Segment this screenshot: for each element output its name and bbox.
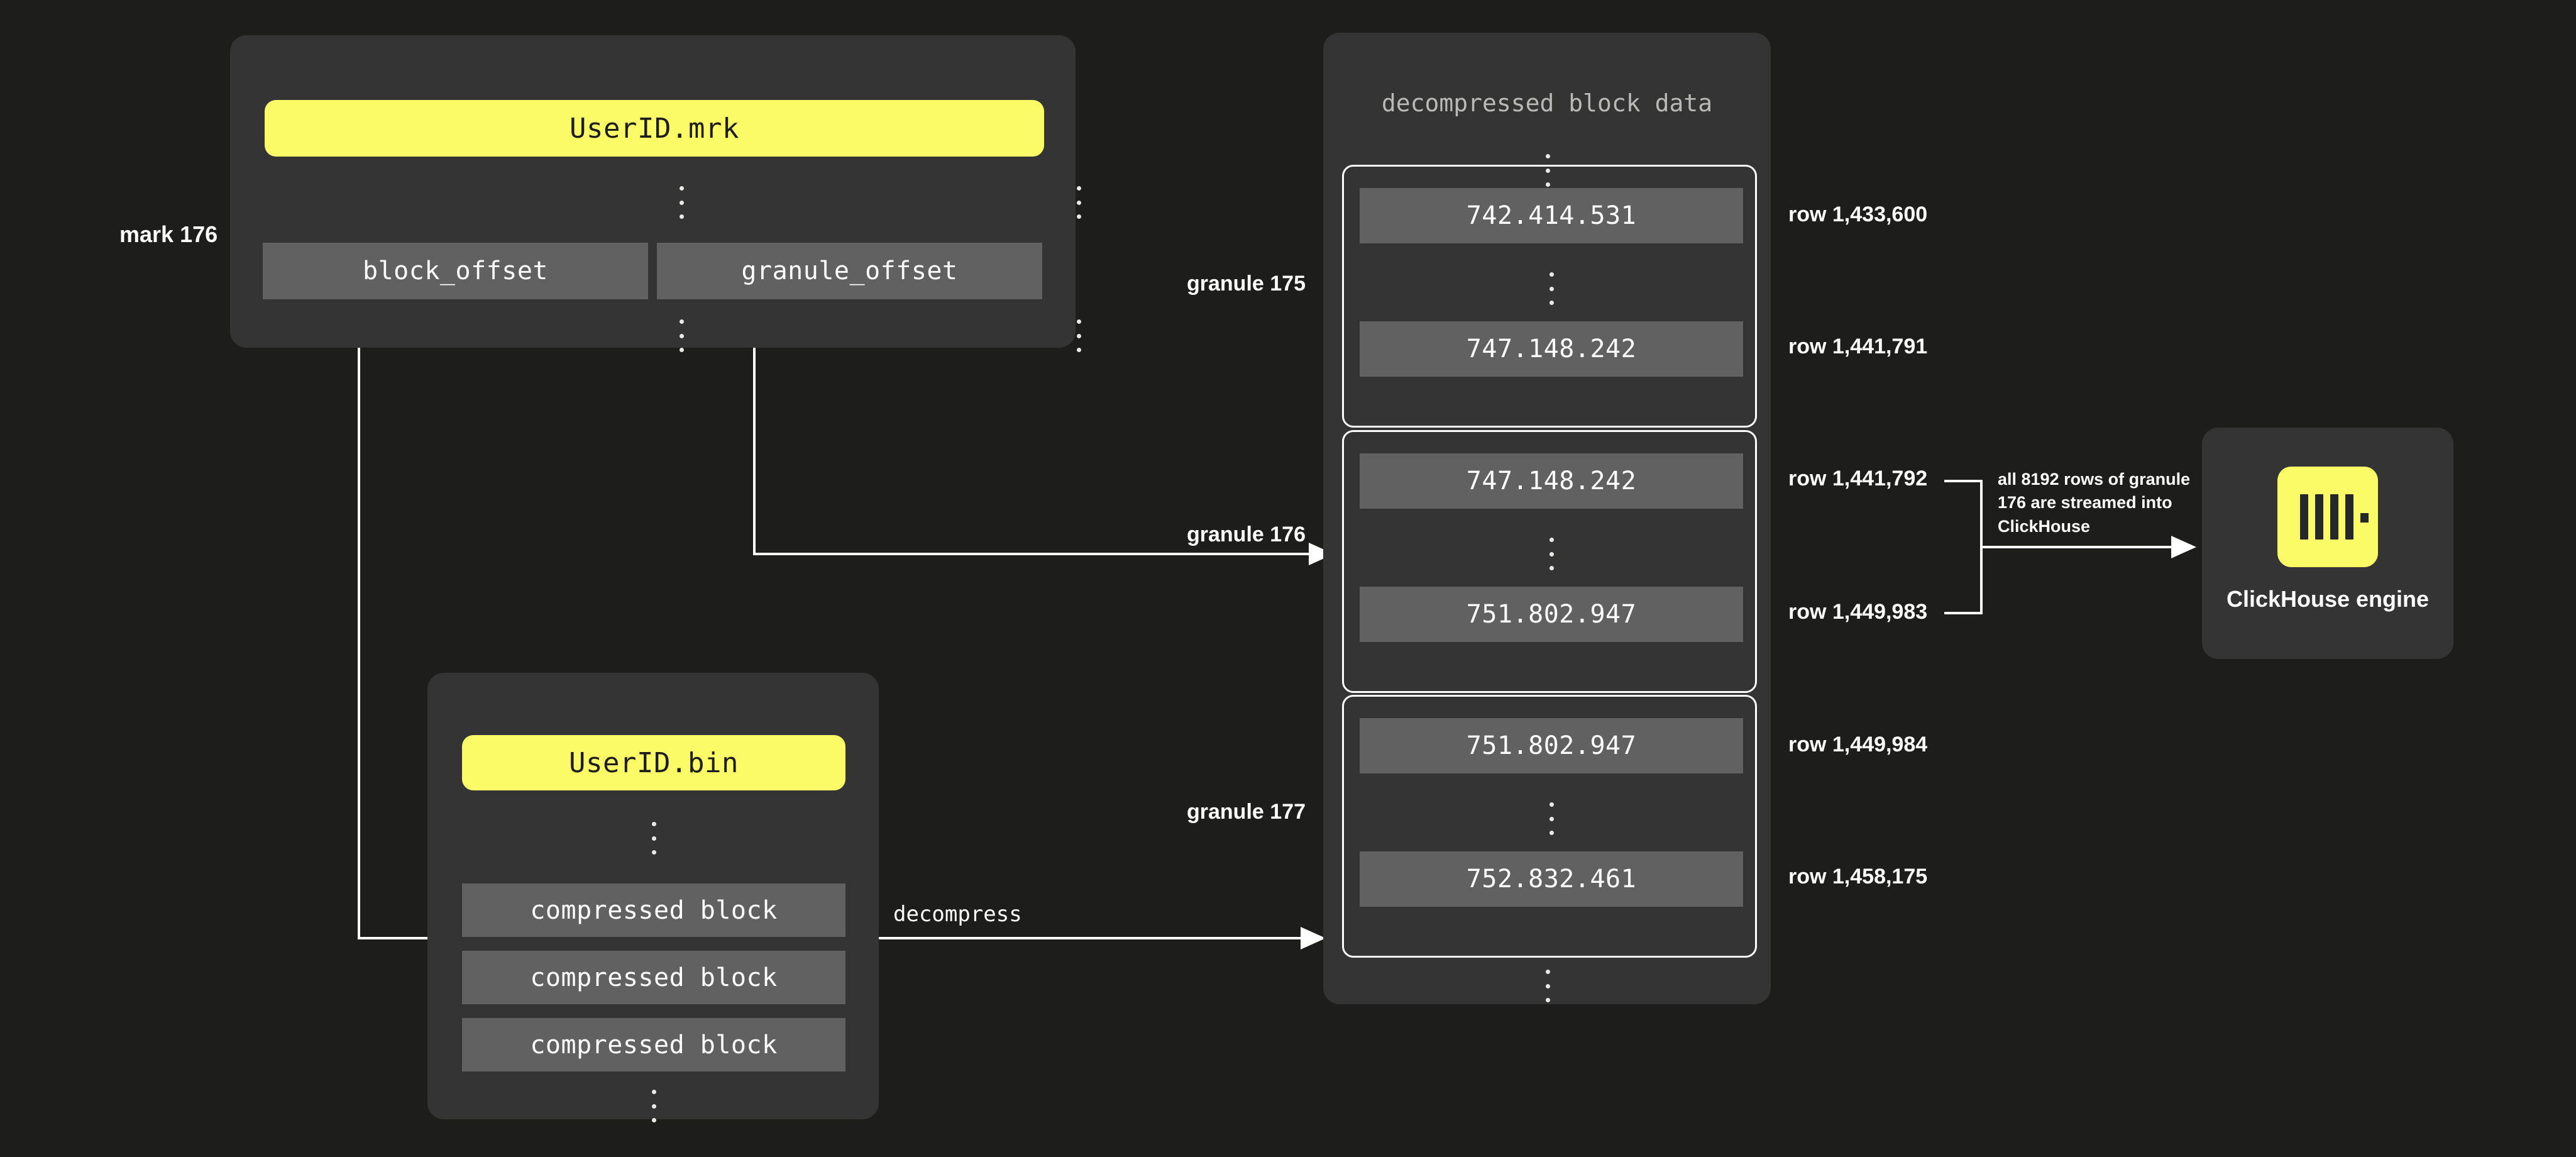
decompressed-ellipsis-top — [1545, 154, 1550, 187]
bin-file-name: UserID.bin — [569, 746, 739, 779]
compressed-block-3-label: compressed block — [530, 1030, 778, 1060]
mark-column-block-offset[interactable]: block_offset — [263, 243, 648, 299]
row-label-granule-176-first: row 1,441,792 — [1788, 467, 1928, 490]
row-label-granule-177-first: row 1,449,984 — [1788, 733, 1928, 756]
row-label-granule-176-last: row 1,449,983 — [1788, 600, 1928, 624]
row-label-granule-177-last: row 1,458,175 — [1788, 865, 1928, 889]
granule-176-inner-ellipsis — [1549, 538, 1554, 570]
mark-ellipsis-bottom-block — [679, 319, 684, 352]
mark-column-block-offset-label: block_offset — [363, 257, 548, 285]
mark-file-panel: UserID.mrk block_offset granule_offset — [230, 35, 1081, 352]
granule-177-box: 751.802.947 752.832.461 — [1342, 695, 1757, 958]
decompressed-ellipsis-bottom — [1545, 970, 1550, 1002]
bin-file-panel: UserID.bin compressed block compressed b… — [427, 673, 879, 1122]
mark-column-granule-offset[interactable]: granule_offset — [657, 243, 1042, 299]
mark-ellipsis-top-granule — [1076, 186, 1081, 219]
bin-file-name-chip[interactable]: UserID.bin — [462, 735, 845, 790]
clickhouse-engine-panel[interactable]: ClickHouse engine — [2202, 428, 2453, 659]
granule-176-last-value-text: 751.802.947 — [1466, 600, 1637, 629]
granule-177-last-value-text: 752.832.461 — [1466, 865, 1637, 894]
granule-176-first-value[interactable]: 747.148.242 — [1360, 453, 1743, 509]
mark-file-name: UserID.mrk — [570, 112, 739, 145]
granule-175-inner-ellipsis — [1549, 272, 1554, 305]
clickhouse-engine-title: ClickHouse engine — [2226, 586, 2430, 612]
clickhouse-logo-icon — [2277, 467, 2378, 567]
mark-ellipsis-bottom-granule — [1076, 319, 1081, 352]
compressed-block-2-label: compressed block — [530, 963, 778, 992]
mark-ellipsis-top-block — [679, 186, 684, 219]
granule-176-last-value[interactable]: 751.802.947 — [1360, 587, 1743, 642]
mark-file-name-chip[interactable]: UserID.mrk — [265, 100, 1044, 157]
compressed-block-1-label: compressed block — [530, 895, 778, 925]
granule-176-label: granule 176 — [1187, 523, 1306, 546]
wire-stream-bracket — [1944, 480, 1983, 614]
mark-176-label: mark 176 — [119, 221, 218, 247]
row-label-granule-175-last: row 1,441,791 — [1788, 335, 1928, 358]
granule-177-last-value[interactable]: 752.832.461 — [1360, 851, 1743, 907]
compressed-block-3[interactable]: compressed block — [462, 1018, 845, 1071]
bin-ellipsis-bottom — [651, 1090, 656, 1122]
bin-ellipsis-top — [651, 822, 656, 855]
granule-175-first-value[interactable]: 742.414.531 — [1360, 188, 1743, 243]
granule-175-label: granule 175 — [1187, 272, 1306, 296]
mark-column-granule-offset-label: granule_offset — [741, 257, 958, 285]
granule-177-first-value[interactable]: 751.802.947 — [1360, 718, 1743, 773]
granule-177-first-value-text: 751.802.947 — [1466, 731, 1637, 760]
decompressed-panel-title: decompressed block data — [1381, 89, 1713, 117]
decompress-label: decompress — [893, 902, 1022, 927]
granule-175-box: 742.414.531 747.148.242 — [1342, 165, 1757, 428]
row-label-granule-175-first: row 1,433,600 — [1788, 202, 1928, 226]
clickhouse-logo-bars — [2300, 494, 2369, 540]
compressed-block-2[interactable]: compressed block — [462, 951, 845, 1004]
stream-note-label: all 8192 rows of granule 176 are streame… — [1998, 470, 2191, 536]
granule-175-last-value[interactable]: 747.148.242 — [1360, 321, 1743, 377]
granule-176-first-value-text: 747.148.242 — [1466, 467, 1637, 495]
granule-177-label: granule 177 — [1187, 800, 1306, 824]
granule-175-last-value-text: 747.148.242 — [1466, 335, 1637, 363]
granule-177-inner-ellipsis — [1549, 802, 1554, 835]
compressed-block-1[interactable]: compressed block — [462, 883, 845, 937]
granule-175-first-value-text: 742.414.531 — [1466, 201, 1637, 230]
decompressed-block-panel: decompressed block data 742.414.531 747.… — [1323, 33, 1771, 1004]
granule-176-box: 747.148.242 751.802.947 — [1342, 430, 1757, 693]
